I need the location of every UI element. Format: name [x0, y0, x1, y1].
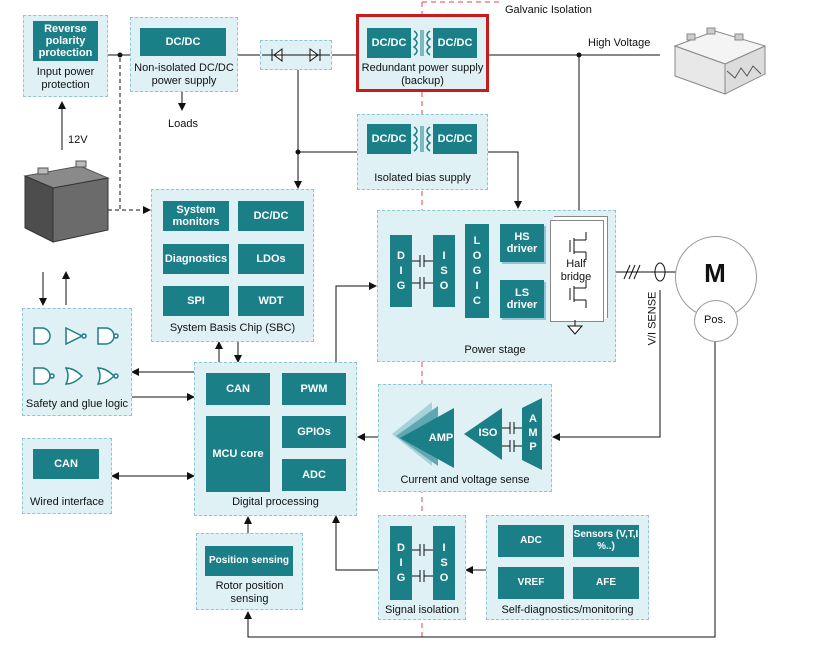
diagnostics-block: Diagnostics: [163, 244, 229, 274]
sbc-dcdc-block: DC/DC: [238, 201, 304, 231]
isolated-bias-caption: Isolated bias supply: [374, 172, 471, 184]
selfdiag-afe-block: AFE: [573, 567, 639, 599]
input-power-caption: Input power protection: [36, 66, 95, 91]
battery-voltage-label: 12V: [68, 134, 88, 146]
bias-dcdc-left: DC/DC: [367, 124, 411, 154]
car-battery-icon: [23, 160, 110, 243]
galvanic-isolation-label: Galvanic Isolation: [505, 4, 592, 16]
motor-label: M: [704, 258, 726, 288]
bias-dcdc-right: DC/DC: [433, 124, 477, 154]
position-sensor-circle: [694, 300, 738, 342]
reverse-polarity-block: Reverse polarity protection: [33, 21, 98, 61]
redundant-dcdc-left: DC/DC: [367, 28, 411, 58]
diode-icon: [262, 48, 330, 62]
pwm-block: PWM: [282, 373, 346, 405]
logic-gates-icon: [33, 326, 119, 385]
position-sensor-label: Pos.: [703, 314, 726, 326]
wired-caption: Wired interface: [30, 496, 104, 508]
mcu-core-block: MCU core: [206, 416, 270, 492]
safety-caption: Safety and glue logic: [25, 398, 129, 410]
half-bridge-label: Half bridge: [560, 258, 592, 283]
redundant-highlight: [356, 14, 489, 92]
hs-driver-block: HS driver: [500, 224, 544, 262]
ls-driver-block: LS driver: [500, 280, 544, 318]
sense-iso-label: ISO: [478, 427, 498, 439]
spi-block: SPI: [163, 286, 229, 316]
position-sensing-block: Position sensing: [205, 546, 293, 576]
mosfet-icon: [569, 232, 587, 308]
loads-label: Loads: [168, 118, 198, 130]
selfdiag-vref-block: VREF: [498, 567, 564, 599]
system-monitors-block: System monitors: [163, 201, 229, 231]
power-stage-caption: Power stage: [464, 344, 526, 356]
nonisolated-dcdc-block: DC/DC: [140, 28, 226, 56]
selfdiag-sensors-block: Sensors (V,T,I %..): [573, 525, 639, 557]
amplifier-icon: [392, 398, 542, 470]
redundant-dcdc-right: DC/DC: [433, 28, 477, 58]
ground-icon: [566, 320, 584, 335]
wired-can-block: CAN: [33, 449, 99, 479]
transformer-icon: [412, 30, 432, 56]
high-voltage-label: High Voltage: [588, 37, 651, 49]
redundant-caption: Redundant power supply (backup): [361, 62, 484, 87]
can-block: CAN: [206, 373, 270, 405]
selfdiag-adc-block: ADC: [498, 525, 564, 557]
nonisolated-caption: Non-isolated DC/DC power supply: [134, 62, 234, 87]
isolation-capacitor-icon: [412, 544, 433, 582]
gpios-block: GPIOs: [282, 416, 346, 448]
amp-label: AMP: [428, 432, 454, 444]
transformer-icon: [412, 126, 432, 152]
signal-isolation-caption: Signal isolation: [385, 604, 459, 616]
adc-block: ADC: [282, 459, 346, 491]
current-sense-caption: Current and voltage sense: [400, 474, 530, 486]
rotor-caption: Rotor position sensing: [215, 580, 284, 605]
ldos-block: LDOs: [238, 244, 304, 274]
sbc-caption: System Basis Chip (SBC): [169, 322, 296, 334]
self-diagnostics-caption: Self-diagnostics/monitoring: [501, 604, 634, 616]
safety-panel: [22, 308, 132, 416]
isolation-capacitor-icon: [412, 255, 433, 289]
wdt-block: WDT: [238, 286, 304, 316]
hv-battery-pack-icon: [673, 27, 767, 95]
vi-sense-label: V/I SENSE: [646, 291, 659, 346]
digital-caption: Digital processing: [232, 496, 319, 508]
half-bridge-box: [550, 220, 604, 322]
